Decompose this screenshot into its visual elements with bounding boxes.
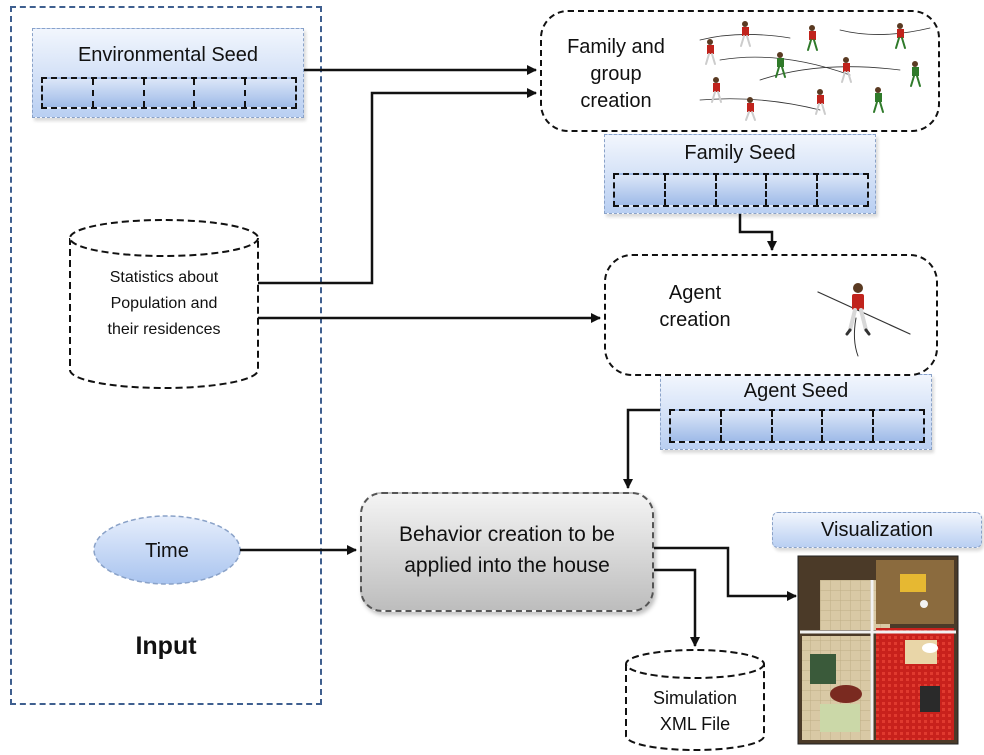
seed-slot — [671, 411, 722, 441]
seed-slot — [823, 411, 875, 441]
visualization-title-box: Visualization — [772, 512, 982, 548]
seed-slot — [615, 175, 666, 205]
seed-slot — [717, 175, 768, 205]
visualization-title: Visualization — [821, 519, 933, 541]
seed-slot — [773, 411, 824, 441]
family-seed-slots — [613, 173, 869, 207]
simulation-file-line: XML File — [660, 714, 730, 734]
arrow-agentseed-to-behavior — [623, 408, 660, 489]
agent-seed-title: Agent Seed — [743, 380, 849, 402]
visualization-floorplan — [797, 555, 959, 745]
environmental-seed-slots — [41, 77, 297, 109]
statistics-line: their residences — [108, 321, 221, 338]
person-figure — [910, 61, 921, 87]
agent-creation-line: creation — [659, 309, 731, 331]
person-figure — [841, 57, 852, 83]
family-creation-line: creation — [580, 90, 652, 112]
person-figure — [873, 87, 884, 113]
agent-illustration — [817, 283, 911, 357]
family-seed-title: Family Seed — [684, 142, 796, 164]
seed-slot — [94, 79, 145, 107]
agent-seed-slots — [669, 409, 925, 443]
crowd-illustration — [699, 21, 931, 121]
statistics-line: Statistics about — [110, 269, 219, 286]
behavior-creation-box — [360, 492, 654, 612]
seed-slot — [43, 79, 94, 107]
statistics-line: Population and — [111, 295, 218, 312]
behavior-creation-line: Behavior creation to be — [399, 523, 615, 546]
family-creation-text: Family and group creation — [556, 34, 676, 115]
simulation-file-database — [625, 649, 765, 751]
family-creation-line: group — [590, 63, 642, 85]
input-panel — [10, 6, 322, 705]
person-figure — [815, 89, 826, 115]
family-creation-line: Family and — [567, 36, 665, 58]
person-figure — [807, 25, 818, 51]
agent-creation-line: Agent — [668, 282, 722, 304]
person-figure — [775, 52, 786, 78]
person-figure — [705, 39, 716, 65]
agent-creation-box — [604, 254, 938, 376]
seed-slot — [722, 411, 773, 441]
simulation-file-line: Simulation — [653, 688, 737, 708]
arrow-behavior-to-file — [654, 568, 700, 647]
agent-seed-box: Agent Seed — [660, 374, 932, 450]
person-figure — [895, 23, 906, 49]
behavior-creation-line: applied into the house — [404, 554, 610, 577]
family-seed-box: Family Seed — [604, 134, 876, 214]
behavior-creation-text: Behavior creation to be applied into the… — [360, 519, 654, 581]
arrow-behavior-to-visualization — [654, 546, 797, 601]
arrow-stats-to-family — [258, 88, 537, 285]
input-label: Input — [135, 632, 197, 660]
arrow-familyseed-to-agent — [738, 214, 777, 251]
person-figure — [745, 97, 756, 121]
person-figure — [740, 21, 751, 47]
seed-slot — [767, 175, 819, 205]
environmental-seed-title: Environmental Seed — [77, 44, 259, 66]
statistics-database — [69, 219, 259, 389]
seed-slot — [145, 79, 196, 107]
time-label: Time — [145, 540, 189, 562]
environmental-seed-box: Environmental Seed — [32, 28, 304, 118]
seed-slot — [195, 79, 247, 107]
agent-creation-text: Agent creation — [640, 280, 750, 334]
person-figure — [711, 77, 722, 103]
seed-slot — [666, 175, 717, 205]
